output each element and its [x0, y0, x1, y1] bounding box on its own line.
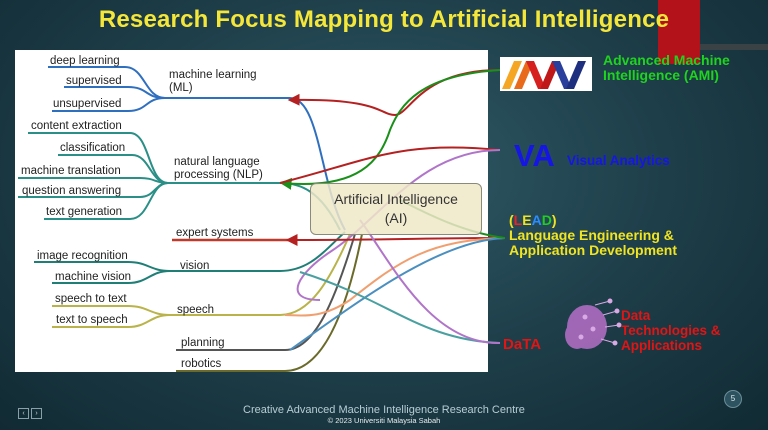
next-slide-icon[interactable]: › [31, 408, 42, 419]
branch-robotics: robotics [181, 358, 222, 370]
group-ami-line1: Advanced Machine [603, 52, 730, 68]
leaf-image-recognition: image recognition [37, 250, 128, 262]
ami-to-nlp-arrow [279, 69, 501, 190]
group-va-name: Visual Analytics [567, 153, 670, 168]
leaf-deep-learning: deep learning [50, 55, 120, 67]
lead-link-orange [284, 237, 506, 317]
data-link-teal [299, 271, 501, 344]
leaf-question-answering: question answering [22, 185, 122, 197]
branch-planning: planning [181, 337, 225, 349]
group-data-line3: Applications [621, 338, 703, 353]
branch-nlp-line2: processing (NLP) [174, 169, 263, 181]
group-ami-label: Advanced Machine Intelligence (AMI) [603, 53, 730, 83]
ami-to-ml-arrow [287, 69, 501, 117]
lead-letter-l: L [513, 212, 523, 228]
va-link-purple [296, 149, 501, 301]
branch-nlp: natural language processing (NLP) [174, 156, 263, 182]
leaf-classification: classification [60, 142, 126, 154]
robotics-line [176, 233, 363, 372]
lead-paren-close: ) [551, 212, 557, 228]
group-lead-line2: Language Engineering & [509, 227, 674, 243]
va-link-red [279, 146, 501, 184]
group-data-word: DaTA [503, 336, 542, 353]
group-data-line2: Technologies & [621, 323, 721, 338]
group-lead-label: (LEAD) Language Engineering & Applicatio… [509, 213, 677, 258]
slide-title: Research Focus Mapping to Artificial Int… [98, 6, 670, 33]
data-link-purple [359, 219, 501, 345]
leaf-supervised: supervised [66, 75, 122, 87]
lead-letter-a: A [531, 212, 542, 228]
speech-lines [52, 233, 351, 328]
group-va-abbr: VA [514, 138, 555, 173]
branch-vision: vision [180, 260, 210, 272]
prev-slide-icon[interactable]: ‹ [18, 408, 29, 419]
branch-ml-line2: (ML) [169, 82, 193, 94]
accent-dark-tab [700, 44, 768, 50]
lead-letter-e: E [522, 212, 532, 228]
branch-ml-line1: machine learning [169, 69, 257, 81]
planning-line [176, 233, 356, 351]
lead-link-blue [289, 237, 506, 351]
branch-expert-systems: expert systems [176, 227, 254, 239]
leaf-content-extraction: content extraction [31, 120, 122, 132]
center-node-line2: (AI) [384, 210, 408, 226]
nlp-leaf-lines [18, 132, 341, 231]
leaf-speech-to-text: speech to text [55, 293, 127, 305]
footer-centre-name: Creative Advanced Machine Intelligence R… [243, 404, 525, 416]
footer-copyright: © 2023 Universiti Malaysia Sabah [327, 416, 441, 425]
group-lead-abbr: (LEAD) [509, 213, 677, 228]
lead-paren-open: ( [509, 212, 514, 228]
branch-nlp-line1: natural language [174, 156, 260, 168]
group-ami-line2: Intelligence (AMI) [603, 67, 719, 83]
leaf-text-generation: text generation [46, 206, 123, 218]
leaf-machine-translation: machine translation [21, 165, 121, 177]
leaf-text-to-speech: text to speech [56, 314, 128, 326]
branch-speech: speech [177, 304, 215, 316]
group-lead-line3: Application Development [509, 242, 678, 258]
ami-logo [500, 57, 592, 91]
data-brain-icon [565, 298, 622, 349]
group-data-label: Data Technologies & Applications [621, 308, 721, 353]
leaf-unsupervised: unsupervised [53, 98, 122, 110]
vision-lines [34, 231, 346, 284]
center-node-ai: Artificial Intelligence (AI) [310, 183, 482, 235]
lead-letter-d: D [541, 212, 552, 228]
branch-ml: machine learning (ML) [169, 69, 257, 95]
group-data-line1: Data [621, 308, 651, 323]
accent-red-bar [658, 0, 700, 64]
page-number-badge: 5 [724, 390, 742, 408]
leaf-machine-vision: machine vision [55, 271, 132, 283]
lead-to-expert-arrow [285, 233, 506, 246]
center-node-line1: Artificial Intelligence [334, 191, 458, 207]
